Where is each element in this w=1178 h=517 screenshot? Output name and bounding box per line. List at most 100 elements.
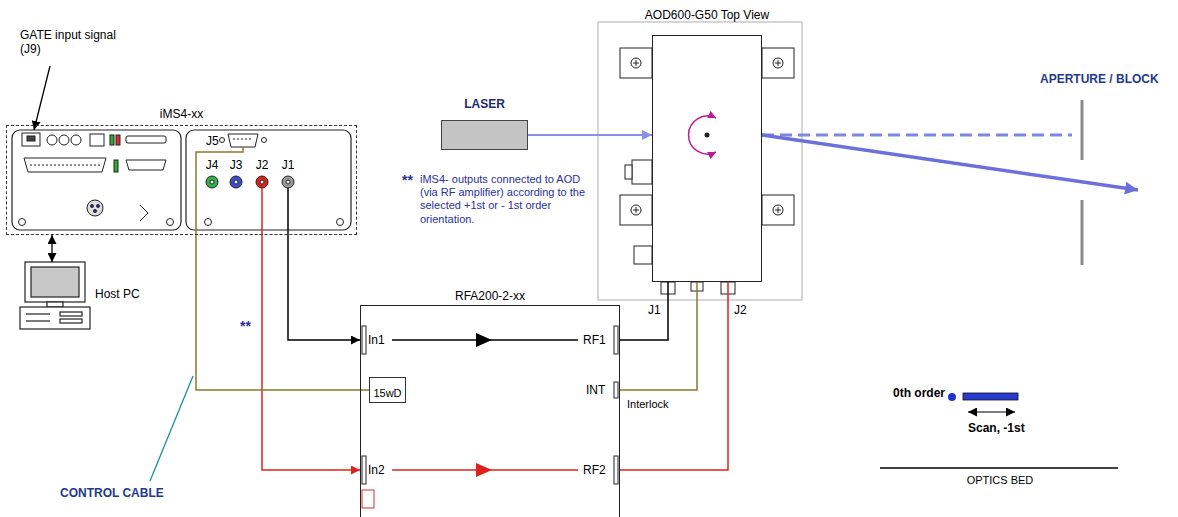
text-label: ** [402, 172, 413, 189]
rotation-symbol [689, 116, 716, 154]
node-label: Host PC [95, 287, 140, 301]
beam-key [880, 393, 1118, 468]
connector [262, 235, 360, 470]
controller-left-ports [19, 133, 174, 226]
label-holder: 0th order [893, 386, 945, 400]
controller-left-ports [27, 136, 35, 141]
text-label: Scan, -1st [968, 421, 1025, 435]
text-label: INT [586, 383, 605, 397]
aperture-block [1081, 200, 1084, 265]
amplifier-connectors [362, 326, 618, 508]
beam-key [968, 411, 1015, 412]
controller-panels [12, 130, 351, 230]
gate-arrow [34, 66, 50, 130]
controller-right-ports [230, 176, 242, 188]
text-label: J1 [282, 158, 295, 172]
controller-left-ports [90, 134, 104, 146]
computer-icon [20, 262, 90, 329]
controller-right-ports [205, 219, 212, 226]
controller-right-ports [337, 219, 344, 226]
controller-left-ports [91, 205, 94, 208]
aod-mount-tabs [633, 60, 781, 213]
text-label: J1 [648, 303, 661, 317]
label-holder: iMS4- outputs connected to AOD (via RF a… [420, 173, 596, 226]
host-pc: Host PC [20, 262, 150, 332]
controller-right-ports [256, 176, 268, 188]
controller-right-ports [206, 176, 218, 188]
amplifier-channels [476, 463, 492, 477]
controller-right-ports [210, 180, 214, 184]
controller-right-ports [260, 180, 264, 184]
aod-device: AOD600-G50 Top View [652, 35, 762, 282]
controller-right-ports [262, 138, 267, 143]
controller-left-ports [126, 160, 166, 170]
controller-left-ports [114, 160, 118, 172]
label-holder: CONTROL CABLE [60, 486, 164, 500]
node-label: AOD600-G50 Top View [645, 8, 769, 22]
cable-stubs [196, 147, 243, 235]
text-label: J3 [230, 158, 243, 172]
text-label: In1 [368, 333, 385, 347]
controller-left-ports [126, 136, 166, 143]
controller-left-ports [116, 135, 120, 145]
connector [51, 235, 52, 262]
amplifier-connectors [614, 456, 618, 484]
text-label: RF2 [583, 463, 606, 477]
controller-left-ports [87, 200, 103, 216]
cable-stubs [261, 188, 263, 235]
controller-left-ports [59, 135, 69, 145]
laser-source: LASER [441, 120, 528, 150]
connector [620, 282, 697, 390]
controller-left-ports [22, 133, 40, 146]
gate-arrow [34, 66, 50, 130]
controller-left-ports [94, 210, 97, 213]
aod-mount-outline [598, 22, 802, 300]
computer-icon [25, 262, 85, 302]
amplifier-channels [476, 333, 492, 347]
label-holder: RF2 [583, 463, 606, 477]
label-holder: APERTURE / BLOCK [1040, 72, 1159, 86]
amplifier-connectors [362, 456, 366, 484]
connector [196, 235, 369, 390]
computer-icon [26, 320, 50, 321]
label-holder: ** [402, 172, 413, 189]
label-holder: INT [586, 383, 605, 397]
text-label: ** [240, 318, 251, 335]
connector [528, 134, 652, 136]
label-holder: RF1 [583, 333, 606, 347]
label-holder: J3 [230, 158, 243, 172]
text-label: J2 [256, 158, 269, 172]
leader-line [150, 376, 193, 481]
label-holder: J4 [206, 158, 219, 172]
aperture-block [1081, 100, 1084, 160]
controller-left-ports [30, 165, 100, 166]
controller-right-ports [233, 139, 253, 140]
controller-left-ports [140, 205, 148, 221]
controller-right-ports [234, 180, 238, 184]
cable-stubs [196, 147, 288, 235]
label-holder: J2 [256, 158, 269, 172]
text-label: J4 [206, 158, 219, 172]
controller-right-ports [228, 134, 258, 147]
connector [620, 282, 668, 340]
controller-left-ports [97, 205, 100, 208]
connector-port: 15wD [369, 377, 406, 403]
computer-icon [60, 319, 82, 323]
amplifier-connectors [614, 326, 618, 354]
connector [620, 282, 728, 470]
amplifier-channels [392, 333, 578, 477]
label-holder: J1 [282, 158, 295, 172]
connector [288, 235, 360, 340]
node-label: iMS4-xx [160, 107, 203, 121]
text-label: GATE input signal (J9) [20, 28, 132, 57]
text-label: CONTROL CABLE [60, 486, 164, 500]
controller-left-ports [110, 135, 114, 145]
text-label: OPTICS BED [967, 474, 1034, 487]
text-label: In2 [368, 463, 385, 477]
label-holder: Scan, -1st [968, 421, 1025, 435]
label-holder: OPTICS BED [967, 474, 1034, 487]
aod-mount-tabs [634, 246, 652, 264]
aod-mount-outline [598, 22, 802, 300]
controller-right-ports [282, 176, 294, 188]
